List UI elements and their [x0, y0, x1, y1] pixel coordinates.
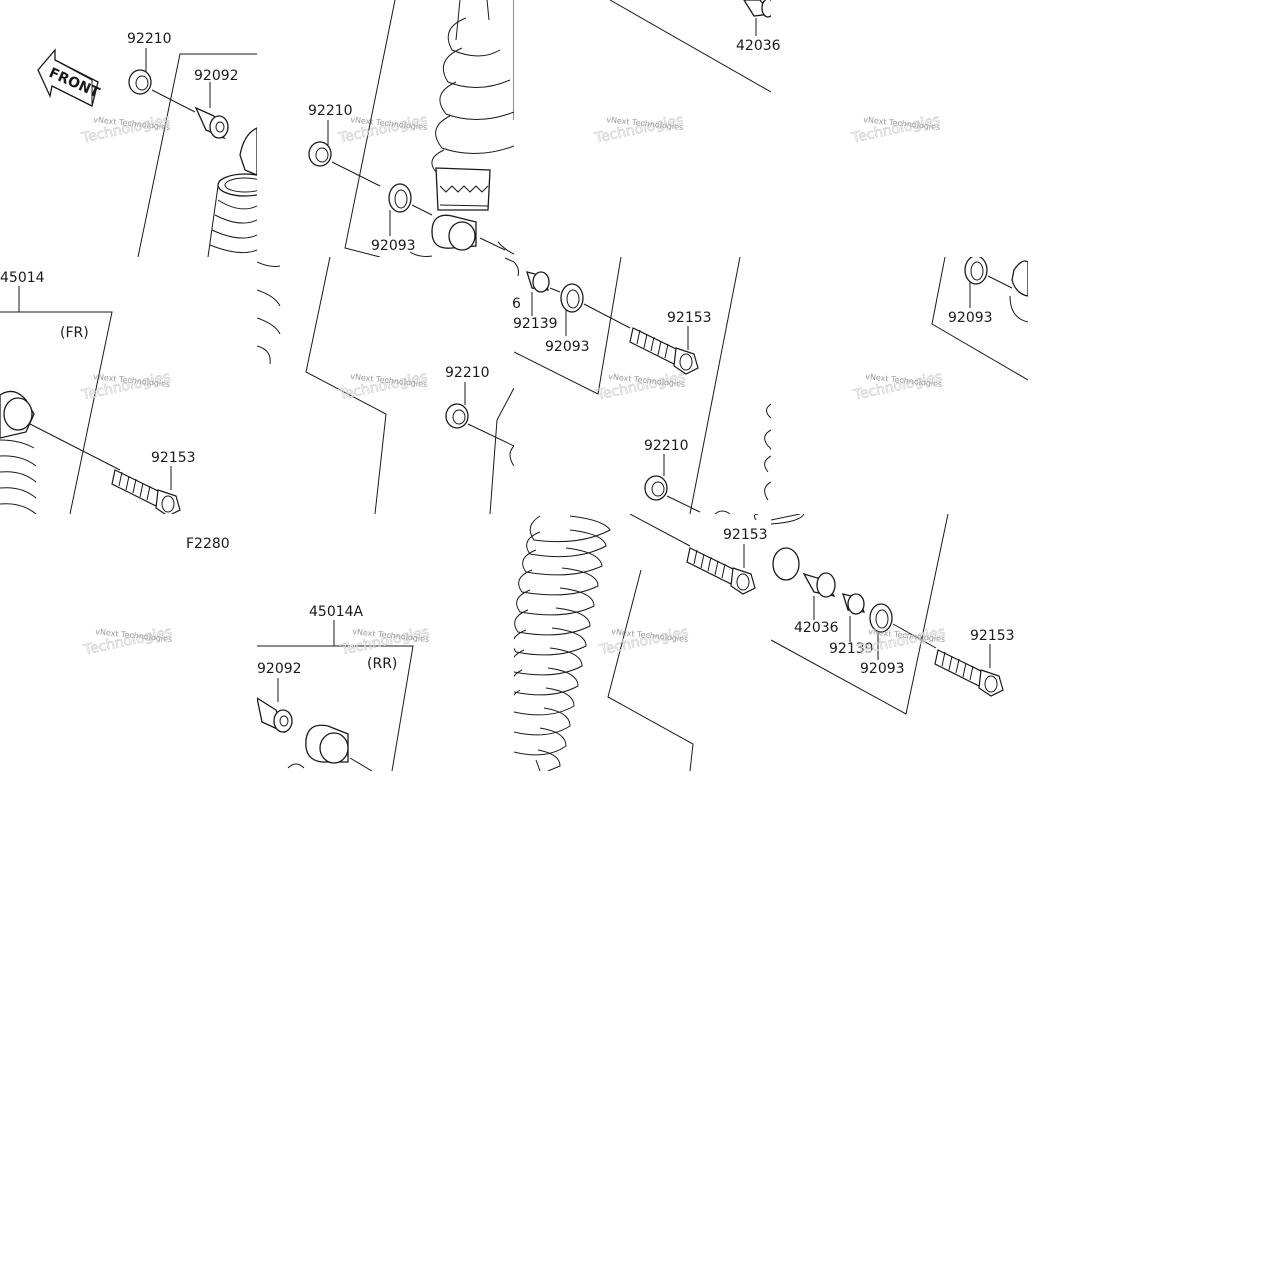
- part-label: 92153: [151, 450, 196, 466]
- washer-92093: [964, 257, 988, 285]
- tile-r0-c1: [308, 0, 514, 257]
- part-label: 45014: [0, 270, 45, 286]
- part-label: 92092: [194, 68, 239, 84]
- part-label: 92153: [970, 628, 1015, 644]
- part-label: 92153: [667, 310, 712, 326]
- part-label: 92093: [545, 339, 590, 355]
- tile-r2-c1: [257, 620, 414, 771]
- part-label: 92139: [829, 641, 874, 657]
- collar-92092: [194, 106, 229, 140]
- part-label: (FR): [60, 325, 89, 341]
- part-label: (RR): [367, 656, 397, 672]
- figure-code: F2280: [186, 536, 230, 552]
- part-label: 92210: [644, 438, 689, 454]
- part-label: 92210: [308, 103, 353, 119]
- tile-r1-c2: [514, 257, 771, 514]
- washer-92093: [869, 603, 893, 633]
- part-label: 92139: [513, 316, 558, 332]
- bolt-92153: [686, 547, 756, 595]
- tile-r1-c0: [0, 286, 181, 514]
- tile-r2-c2: [514, 514, 759, 771]
- collar-92139: [842, 593, 865, 615]
- collar-42036: [802, 572, 836, 598]
- bolt-92153: [629, 327, 699, 375]
- part-label: 92093: [948, 310, 993, 326]
- part-label: 6: [512, 296, 521, 312]
- part-label: 92092: [257, 661, 302, 677]
- part-labels: 92210 92092 92210 92093 42036 45014 (FR)…: [0, 31, 1015, 677]
- nut-92210: [308, 141, 332, 167]
- part-label: 92210: [127, 31, 172, 47]
- tile-r0-c2: [609, 0, 771, 93]
- nut-92210: [445, 403, 469, 429]
- washer-92093: [560, 283, 584, 313]
- collar-92139: [526, 271, 550, 293]
- collar-92092: [257, 697, 293, 734]
- part-label: 42036: [794, 620, 839, 636]
- tile-r2-c3: [771, 514, 1004, 715]
- part-label: 92093: [860, 661, 905, 677]
- washer-92093: [388, 183, 412, 213]
- part-label: 42036: [736, 38, 781, 54]
- part-label: 92210: [445, 365, 490, 381]
- collar-42036: [743, 0, 771, 18]
- nut-92210: [128, 69, 152, 95]
- part-label: 92153: [723, 527, 768, 543]
- part-label: 45014A: [309, 604, 364, 620]
- part-label: 92093: [371, 238, 416, 254]
- tile-r1-c1: [257, 257, 514, 514]
- bolt-92153: [934, 649, 1004, 697]
- nut-92210: [644, 475, 668, 501]
- bolt-92153: [111, 469, 181, 514]
- tile-r1-c3: [931, 257, 1028, 381]
- front-arrow-icon: FRONT: [37, 48, 102, 107]
